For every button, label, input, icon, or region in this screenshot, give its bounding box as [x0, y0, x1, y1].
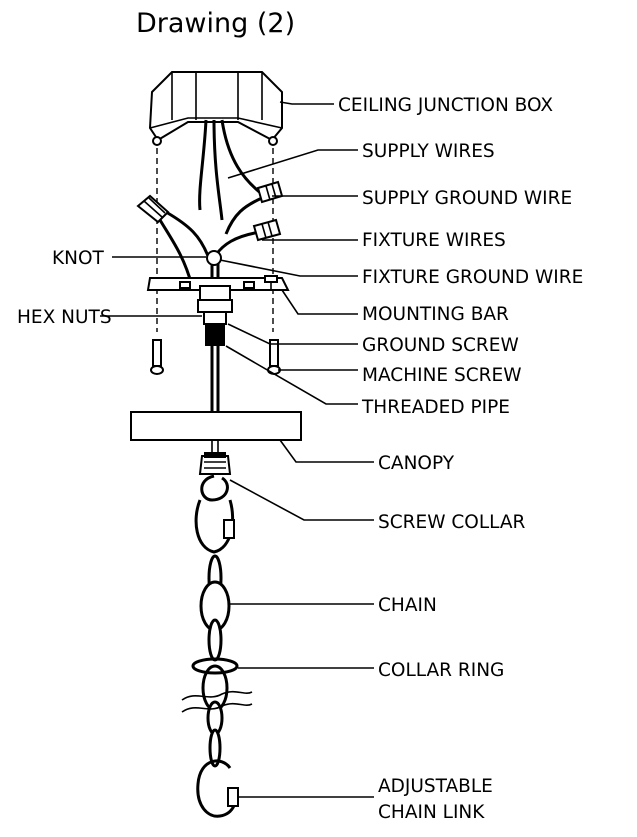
label-ground-screw: GROUND SCREW [362, 335, 519, 356]
mounting-bar [146, 277, 290, 291]
label-canopy: CANOPY [378, 453, 455, 474]
diagram-title: Drawing (2) [136, 8, 296, 39]
machine-screw-left [150, 339, 164, 375]
collar-ring [191, 657, 239, 675]
machine-screw-right [267, 339, 281, 375]
screw-collar [198, 452, 232, 475]
label-threaded-pipe: THREADED PIPE [361, 397, 510, 418]
label-machine-screw: MACHINE SCREW [362, 365, 521, 386]
hex-nuts [197, 285, 233, 325]
label-knot: KNOT [52, 248, 105, 269]
threaded-pipe [205, 324, 225, 346]
label-supply-wires: SUPPLY WIRES [362, 141, 495, 162]
label-supply-ground-wire: SUPPLY GROUND WIRE [362, 188, 572, 209]
wire-nut-right-lower [252, 218, 282, 242]
label-screw-collar: SCREW COLLAR [378, 512, 526, 533]
chain-break-lines [181, 690, 253, 713]
label-collar-ring: COLLAR RING [378, 660, 504, 681]
label-adjustable-line1: ADJUSTABLE [378, 776, 493, 797]
label-fixture-ground-wire: FIXTURE GROUND WIRE [362, 267, 583, 288]
ground-screw [264, 275, 278, 290]
ceiling-junction-box [148, 71, 283, 146]
label-ceiling-junction-box: CEILING JUNCTION BOX [338, 95, 553, 116]
label-fixture-wires: FIXTURE WIRES [362, 230, 506, 251]
adjustable-chain-link [196, 759, 239, 818]
label-hex-nuts: HEX NUTS [17, 307, 112, 328]
label-chain-link-line2: CHAIN LINK [378, 802, 485, 823]
knot [206, 250, 222, 266]
canopy [130, 411, 302, 441]
chain [194, 474, 235, 768]
leader-lines [100, 101, 374, 798]
wire-nut-right-upper [256, 180, 284, 204]
wire-nut-left [136, 194, 170, 224]
label-mounting-bar: MOUNTING BAR [362, 304, 509, 325]
label-chain: CHAIN [378, 595, 437, 616]
